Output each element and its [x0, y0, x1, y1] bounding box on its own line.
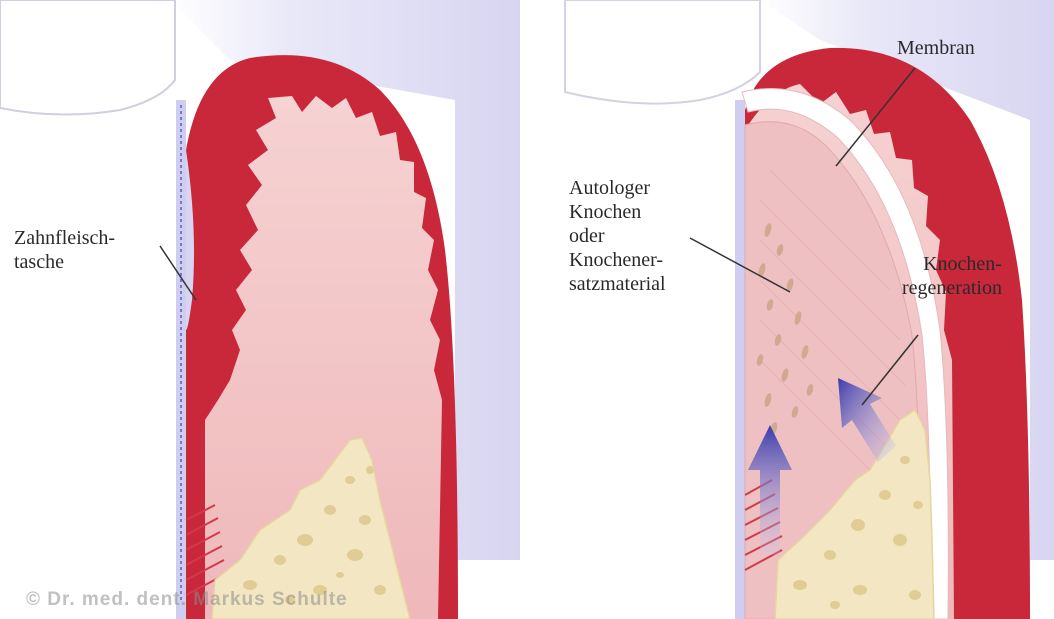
regeneration-label-line1: Knochen-: [902, 252, 1002, 276]
pocket-label-line2: tasche: [14, 250, 115, 274]
root-surface-right: [735, 100, 745, 619]
membrane-label-text: Membran: [897, 36, 975, 60]
membrane-label: Membran: [897, 36, 975, 60]
graft-label-line3: oder: [569, 224, 666, 248]
pocket-label-line1: Zahnfleisch-: [14, 226, 115, 250]
regeneration-label: Knochen- regeneration: [902, 252, 1002, 300]
copyright-watermark: © Dr. med. dent. Markus Schulte: [26, 589, 348, 611]
graft-label-line1: Autologer: [569, 176, 666, 200]
graft-label-line5: satzmaterial: [569, 272, 666, 296]
left-panel: [0, 0, 520, 619]
pocket-label: Zahnfleisch- tasche: [14, 226, 115, 274]
crown-outline-left: [0, 0, 175, 115]
graft-label-line2: Knochen: [569, 200, 666, 224]
graft-label: Autologer Knochen oder Knochener- satzma…: [569, 176, 666, 296]
graft-label-line4: Knochener-: [569, 248, 666, 272]
regeneration-label-line2: regeneration: [902, 276, 1002, 300]
right-panel: [565, 0, 1054, 619]
crown-outline-right: [565, 0, 760, 104]
